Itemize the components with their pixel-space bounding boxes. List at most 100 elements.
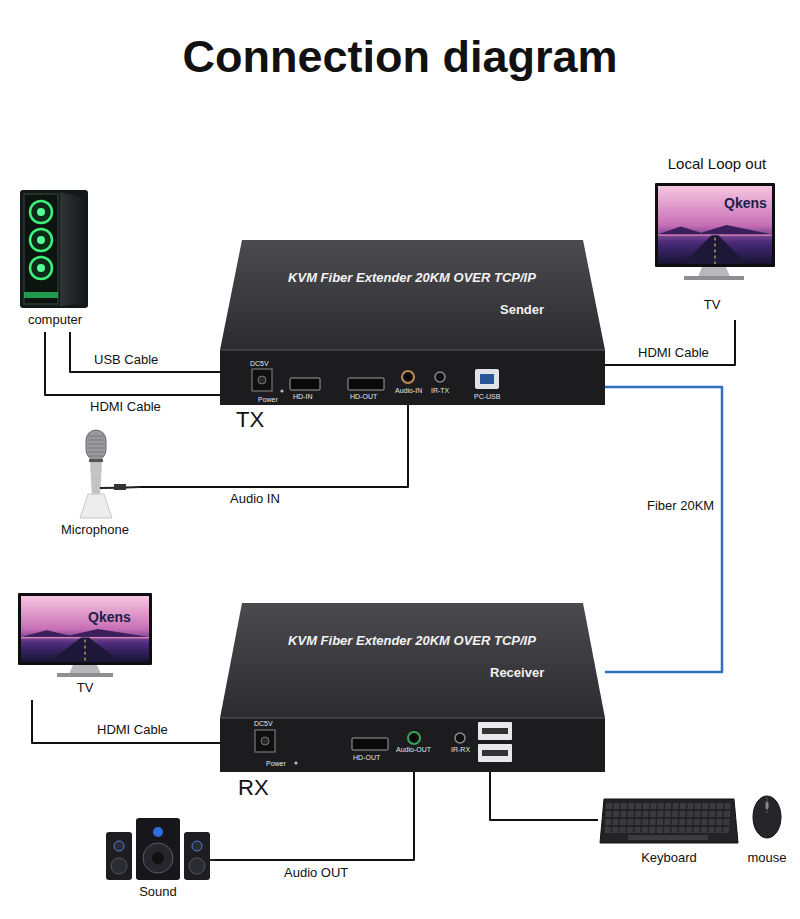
port-label: IR-RX: [451, 746, 470, 754]
tv-loop-out-text: TV: [704, 297, 721, 313]
receiver-device-drawing: [352, 738, 388, 750]
port-label: Power: [266, 760, 286, 768]
port-label: HD-OUT: [350, 393, 377, 401]
computer-node-text: computer: [28, 312, 82, 328]
keyboard-drawing: [650, 819, 656, 825]
keyboard-drawing: [716, 827, 722, 833]
keyboard-drawing: [627, 827, 633, 833]
keyboard-drawing: [643, 803, 649, 809]
keyboard-drawing: [634, 827, 640, 833]
tv-loop-out-drawing: [683, 235, 747, 264]
keyboard-drawing: [710, 803, 716, 809]
sender-device-drawing: [475, 369, 499, 389]
keyboard-drawing: [606, 811, 612, 817]
tv-display-drawing: [57, 673, 113, 677]
tv-loop-out: Local Loop outTV: [650, 155, 785, 320]
keyboard-drawing: [709, 811, 715, 817]
diagram-title: Connection diagram: [0, 30, 800, 84]
speaker-set-drawing: [111, 858, 127, 874]
keyboard-drawing: [686, 827, 692, 833]
keyboard-drawing: [628, 835, 708, 840]
port-label: HD-OUT: [353, 754, 380, 762]
speaker-set-text: Sound: [139, 884, 177, 900]
keyboard-drawing: [694, 811, 700, 817]
keyboard-text: Keyboard: [641, 850, 697, 866]
cable-label: USB Cable: [92, 352, 160, 368]
keyboard-drawing: [650, 803, 656, 809]
sender-device-drawing: [220, 350, 605, 405]
keyboard-drawing: [649, 827, 655, 833]
cable-connector: [215, 772, 414, 860]
keyboard-drawing: [702, 803, 708, 809]
sender-device-illustration: [220, 240, 605, 405]
keyboard-drawing: [605, 827, 611, 833]
mouse-drawing: [753, 796, 781, 838]
sender-device-drawing: [220, 240, 605, 350]
port-label: Power: [258, 396, 278, 404]
keyboard-drawing: [635, 811, 641, 817]
computer-node: computer: [10, 188, 100, 332]
port-label: Audio-OUT: [396, 746, 431, 754]
microphone: Microphone: [50, 428, 140, 540]
speaker-set-drawing: [143, 843, 173, 873]
keyboard-drawing: [664, 827, 670, 833]
keyboard-drawing: [665, 811, 671, 817]
sender-device-drawing: [220, 350, 605, 351]
tv-display-drawing: [49, 638, 121, 662]
cable-connector: [45, 332, 220, 395]
device-tag: TX: [236, 407, 264, 433]
tv-loop-out-drawing: [655, 183, 775, 267]
device-tag: RX: [238, 775, 269, 801]
speaker-set-drawing: [136, 818, 180, 880]
sender-device-drawing: [480, 374, 494, 384]
microphone-drawing: [86, 430, 106, 460]
tv-loop-out-text: Local Loop out: [668, 155, 766, 173]
tv-display-text: TV: [77, 680, 94, 696]
keyboard-drawing: [657, 811, 663, 817]
tv-loop-out-drawing: [658, 225, 772, 236]
keyboard-drawing: [620, 827, 626, 833]
cable-label: Audio OUT: [282, 865, 350, 881]
receiver-device-drawing: [478, 722, 512, 740]
fiber-cable: [605, 387, 722, 672]
sender-device-text: KVM Fiber Extender 20KM OVER TCP/IP: [288, 270, 536, 286]
speaker-set-drawing: [152, 852, 164, 864]
keyboard-drawing: [621, 803, 627, 809]
keyboard-drawing: [679, 819, 685, 825]
keyboard-drawing: [628, 811, 634, 817]
receiver-device-drawing: [478, 744, 512, 762]
receiver-device-drawing: [220, 718, 605, 719]
receiver-device-drawing: [412, 736, 416, 740]
tv-display-drawing: [18, 593, 152, 665]
speaker-set-drawing: [106, 832, 132, 880]
keyboard-drawing: [635, 819, 641, 825]
cable-connector: [70, 332, 220, 372]
speaker-set-drawing: [192, 841, 202, 851]
keyboard-drawing: [664, 819, 670, 825]
computer-node-drawing: [30, 229, 52, 251]
cable-label: Audio IN: [228, 491, 282, 507]
receiver-device-drawing: [220, 603, 605, 718]
port-label: Audio-IN: [395, 387, 422, 395]
microphone-text: Microphone: [61, 522, 129, 538]
keyboard-drawing: [717, 811, 723, 817]
keyboard-drawing: [687, 819, 693, 825]
keyboard-drawing: [650, 811, 656, 817]
cable-label: HDMI Cable: [88, 399, 163, 415]
mouse: mouse: [745, 793, 790, 873]
watermark: Qkens: [724, 195, 767, 212]
keyboard-drawing: [600, 799, 738, 843]
cable-connector: [605, 320, 735, 365]
mouse-drawing: [767, 797, 768, 813]
sender-device-text: Sender: [500, 302, 544, 318]
keyboard-drawing: [680, 803, 686, 809]
keyboard-drawing: [636, 803, 642, 809]
keyboard-drawing: [657, 827, 663, 833]
sender-device-drawing: [252, 369, 272, 391]
keyboard-drawing: [709, 819, 715, 825]
sender-device-drawing: [348, 378, 384, 390]
receiver-device-drawing: [261, 737, 269, 745]
computer-node-drawing: [24, 194, 58, 304]
microphone-drawing: [90, 462, 102, 498]
